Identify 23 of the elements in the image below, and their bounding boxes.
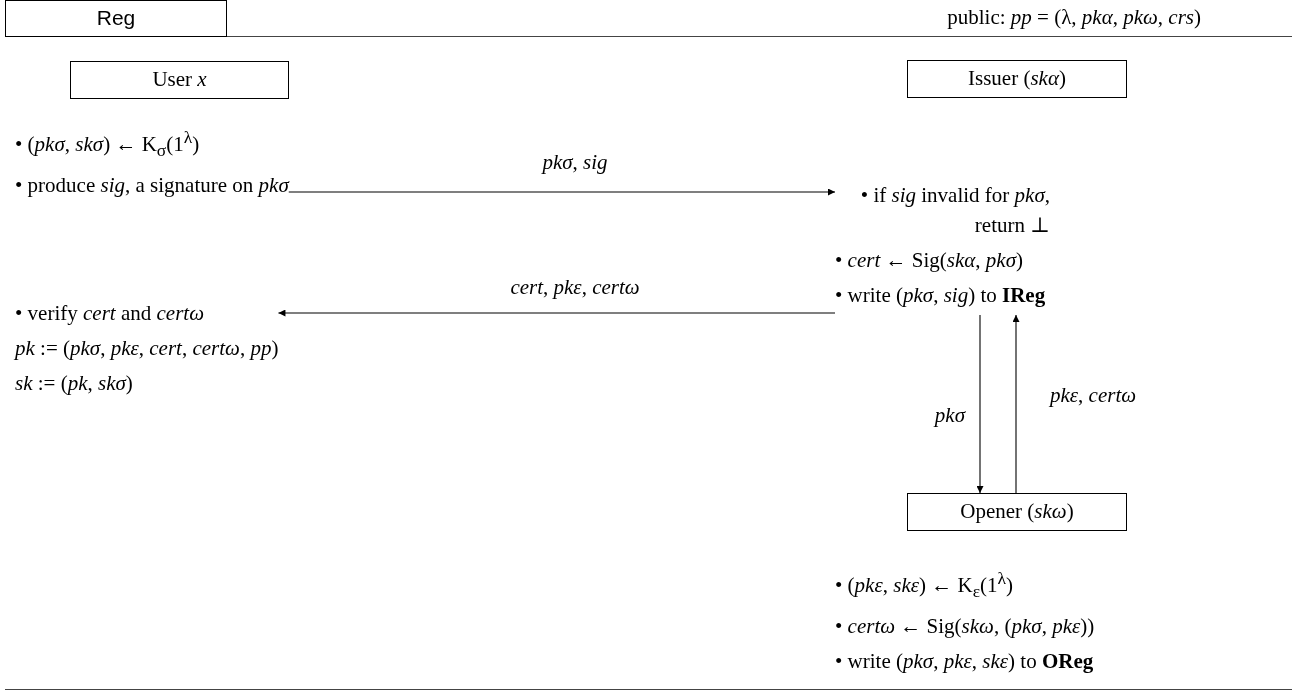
edge-label: pkσ, sig <box>542 150 608 175</box>
step-text: • produce sig, a signature on pkσ <box>15 172 289 200</box>
edge-label: pkσ <box>934 403 965 428</box>
step-text: • certω ← Sig(skω, (pkσ, pkε)) <box>835 613 1095 641</box>
tab-box: Reg <box>5 0 227 37</box>
step-text: pk := (pkσ, pkε, cert, certω, pp) <box>15 335 279 362</box>
step-text: • cert ← Sig(skα, pkσ) <box>835 247 1024 274</box>
public-parameters-text: public: pp = (λ, pkα, pkω, crs) <box>947 5 1201 30</box>
step-text: • write (pkσ, pkε, skε) to OReg <box>835 648 1095 676</box>
arrow <box>288 188 836 196</box>
edge-label: cert, pkε, certω <box>510 275 640 300</box>
step-text: • write (pkσ, sig) to IReg <box>835 282 1047 309</box>
role-box: Issuer (skα) <box>907 60 1127 98</box>
step-text: sk := (pk, skσ) <box>15 370 134 397</box>
arrow <box>1012 314 1020 494</box>
step-text: • (pkε, skε) ← K$_{ε}$(1$^{λ}$) <box>835 567 1015 604</box>
arrow <box>976 314 984 494</box>
arrow <box>277 309 836 317</box>
step-text: • (pkσ, skσ) ← K$_{σ}$(1$^{λ}$) <box>15 126 201 163</box>
step-text: • verify cert and certω <box>15 300 205 327</box>
edge-label: pkε, certω <box>1050 382 1138 409</box>
role-box: User x <box>70 61 289 99</box>
role-box: Opener (skω) <box>907 493 1127 531</box>
